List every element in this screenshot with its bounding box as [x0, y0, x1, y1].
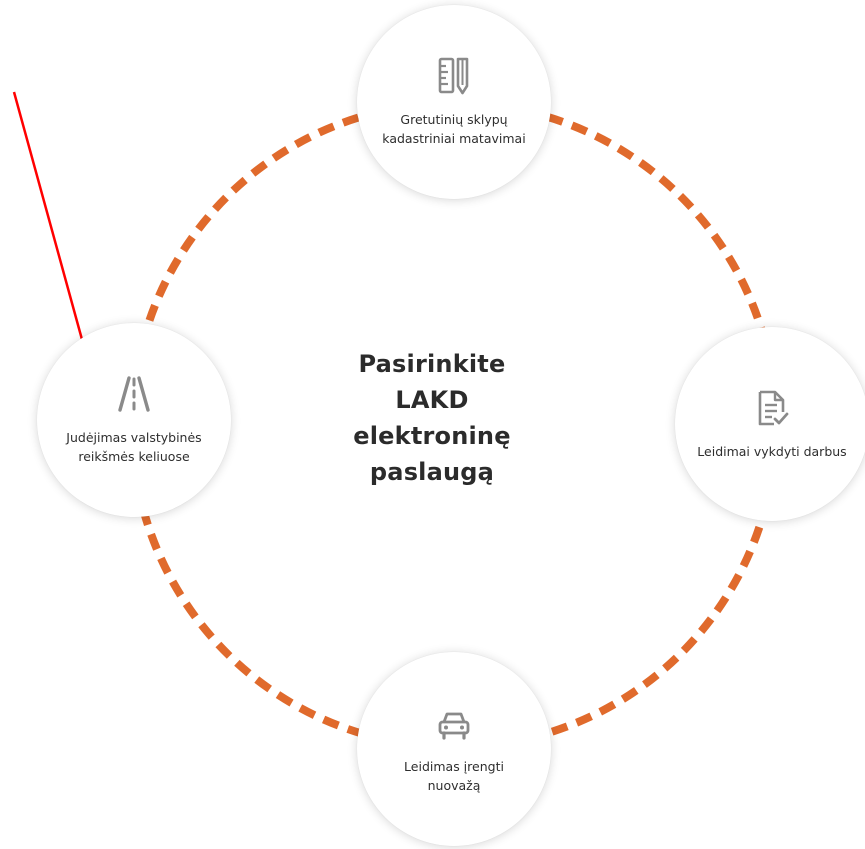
- service-state-roads-movement[interactable]: Judėjimas valstybinės reikšmės keliuose: [37, 323, 231, 517]
- center-heading-line-1: Pasirinkite: [358, 350, 506, 378]
- car-icon: [438, 712, 470, 740]
- road-icon: [118, 376, 150, 412]
- center-heading: Pasirinkite LAKD elektroninę paslaugą: [320, 346, 544, 490]
- service-label: Leidimai vykdyti darbus: [697, 443, 847, 459]
- center-heading-line-4: paslaugą: [369, 458, 495, 486]
- center-heading-line-2: LAKD: [395, 386, 469, 414]
- document-check-icon: [758, 390, 789, 425]
- service-cadastral-measurements[interactable]: Gretutinių sklypų kadastriniai matavimai: [357, 5, 551, 199]
- ruler-pencil-icon: [438, 57, 469, 95]
- service-driveway-permit[interactable]: Leidimas įrengti nuovažą: [357, 652, 551, 846]
- service-label: Leidimas įrengti nuovažą: [404, 759, 504, 793]
- service-label: Judėjimas valstybinės reikšmės keliuose: [66, 430, 202, 464]
- center-heading-line-3: elektroninę: [353, 422, 511, 450]
- service-work-permits[interactable]: Leidimai vykdyti darbus: [675, 327, 865, 521]
- service-label: Gretutinių sklypų kadastriniai matavimai: [382, 112, 526, 146]
